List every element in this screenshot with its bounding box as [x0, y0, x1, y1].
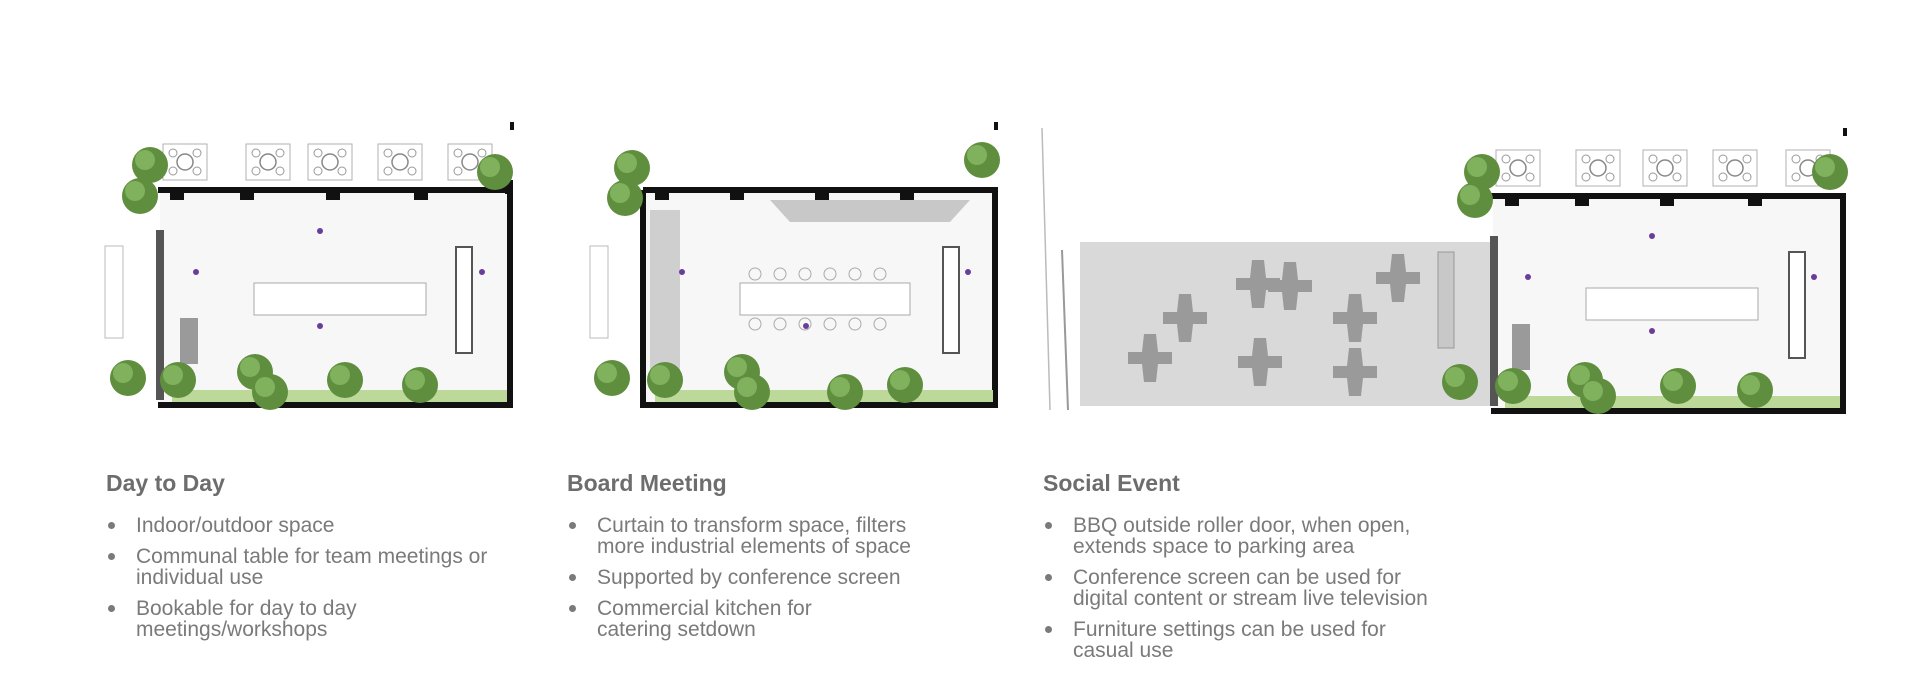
kitchen-bench [104, 245, 124, 339]
plan-social-event [1041, 127, 1848, 414]
panel-day-to-day: Day to Day Indoor/outdoor space Communal… [106, 470, 487, 650]
plan-day-to-day [104, 122, 514, 410]
list-item: Supported by conference screen [567, 567, 911, 588]
plan-board-meeting [589, 122, 1000, 410]
bullet-list: Indoor/outdoor space Communal table for … [106, 515, 487, 640]
communal-table [253, 282, 427, 316]
outdoor-tables [162, 143, 493, 181]
side-curtain [156, 230, 164, 400]
panel-social-event: Social Event BBQ outside roller door, wh… [1043, 470, 1428, 671]
curtain [770, 200, 970, 222]
panel-title: Social Event [1043, 470, 1180, 496]
floor-plans [104, 122, 1848, 414]
panel-title: Board Meeting [567, 470, 727, 496]
list-item: BBQ outside roller door, when open,exten… [1043, 515, 1428, 557]
list-item: Indoor/outdoor space [106, 515, 487, 536]
curtain-side [650, 210, 680, 380]
panel-title: Day to Day [106, 470, 225, 496]
conference-screen [455, 246, 473, 354]
bullet-list: BBQ outside roller door, when open,exten… [1043, 515, 1428, 661]
panel-board-meeting: Board Meeting Curtain to transform space… [567, 470, 911, 650]
board-table [739, 282, 911, 316]
